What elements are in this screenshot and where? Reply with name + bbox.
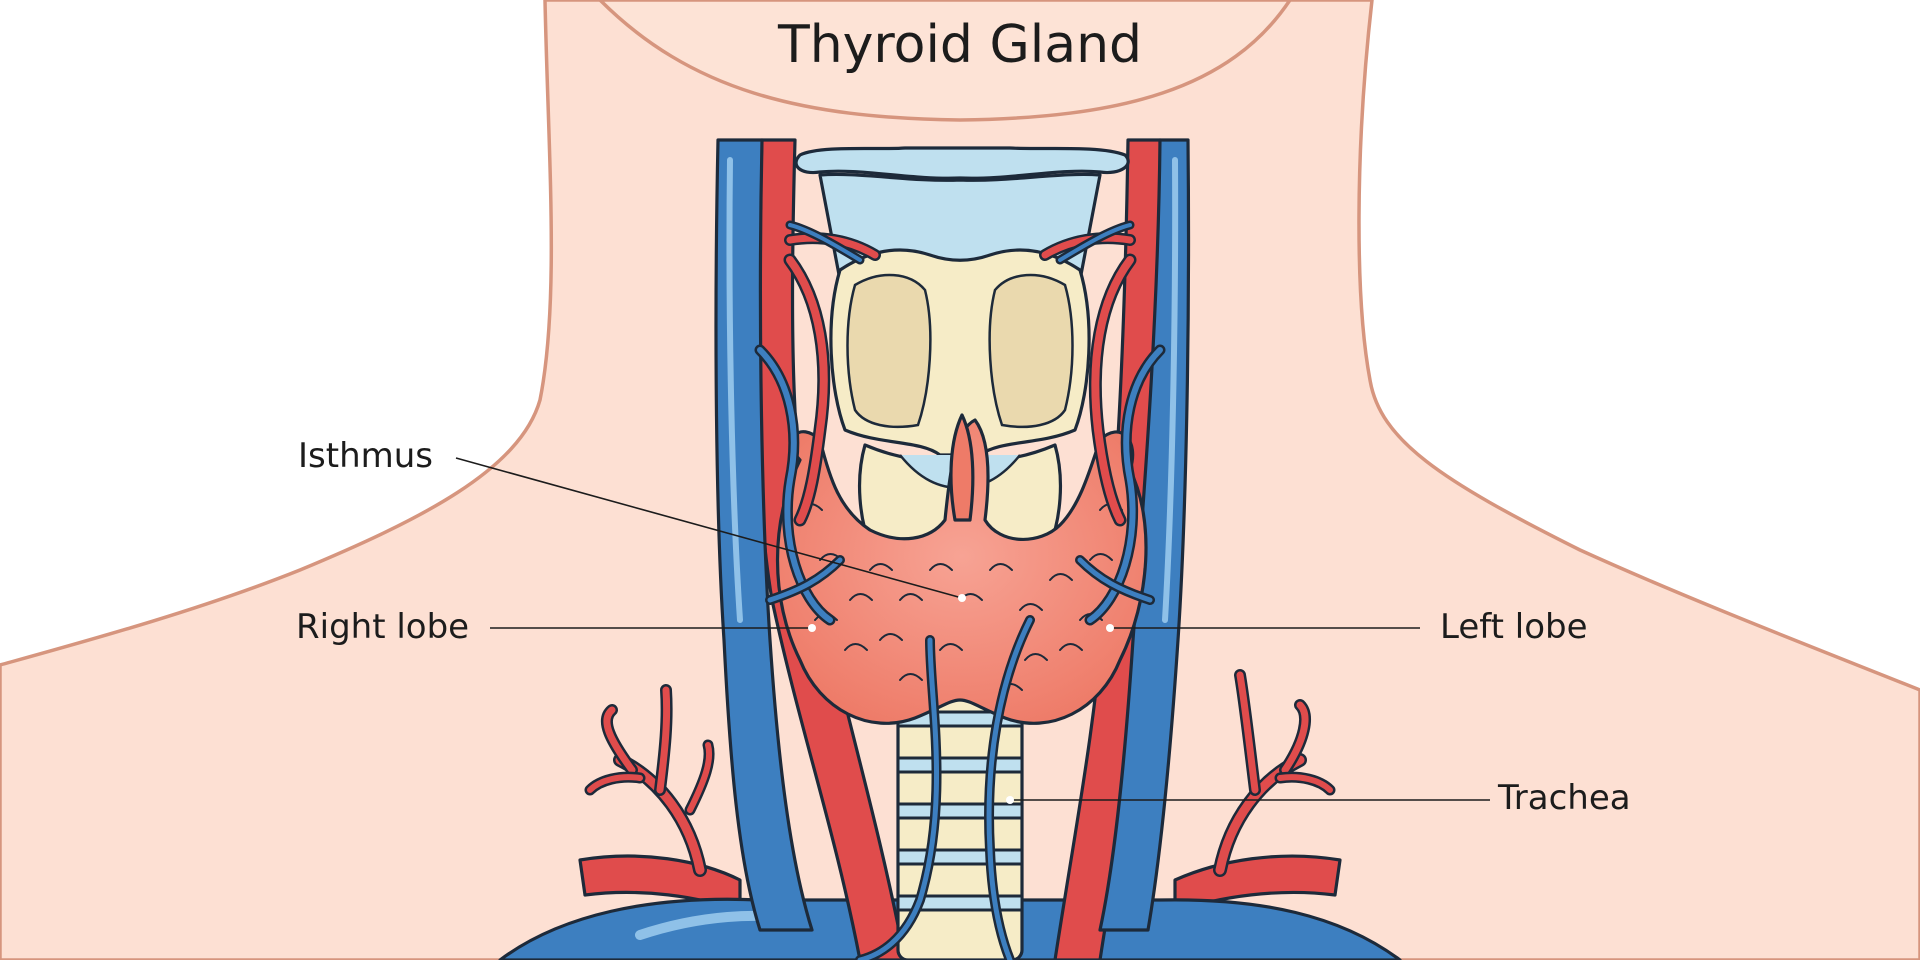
thyroid-cartilage-left-plate xyxy=(846,273,932,429)
label-left-lobe: Left lobe xyxy=(1440,607,1588,647)
label-trachea: Trachea xyxy=(1497,778,1631,818)
trachea-marker xyxy=(1006,796,1014,804)
label-right-lobe: Right lobe xyxy=(296,607,469,647)
leader-lines xyxy=(455,457,1490,804)
vein-highlight-right xyxy=(1162,157,1179,623)
pyramidal-lobe xyxy=(949,413,975,522)
left-shoulder-artery-branches xyxy=(1213,669,1336,877)
thyroid-cartilage-right-plate xyxy=(988,273,1074,429)
right-lobe-marker xyxy=(808,624,816,632)
right-shoulder-artery-branches xyxy=(584,684,715,877)
isthmus-leader xyxy=(455,457,963,599)
label-isthmus: Isthmus xyxy=(298,436,433,476)
isthmus-marker xyxy=(958,594,966,602)
hyoid-bone xyxy=(794,146,1130,180)
vein-highlight-left xyxy=(726,157,743,623)
chin-outline xyxy=(597,0,1293,122)
thyroid-vessels xyxy=(754,220,1166,960)
diagram-title: Thyroid Gland xyxy=(777,15,1142,75)
left-lobe-marker xyxy=(1106,624,1114,632)
right-jugular-vein xyxy=(714,138,814,932)
